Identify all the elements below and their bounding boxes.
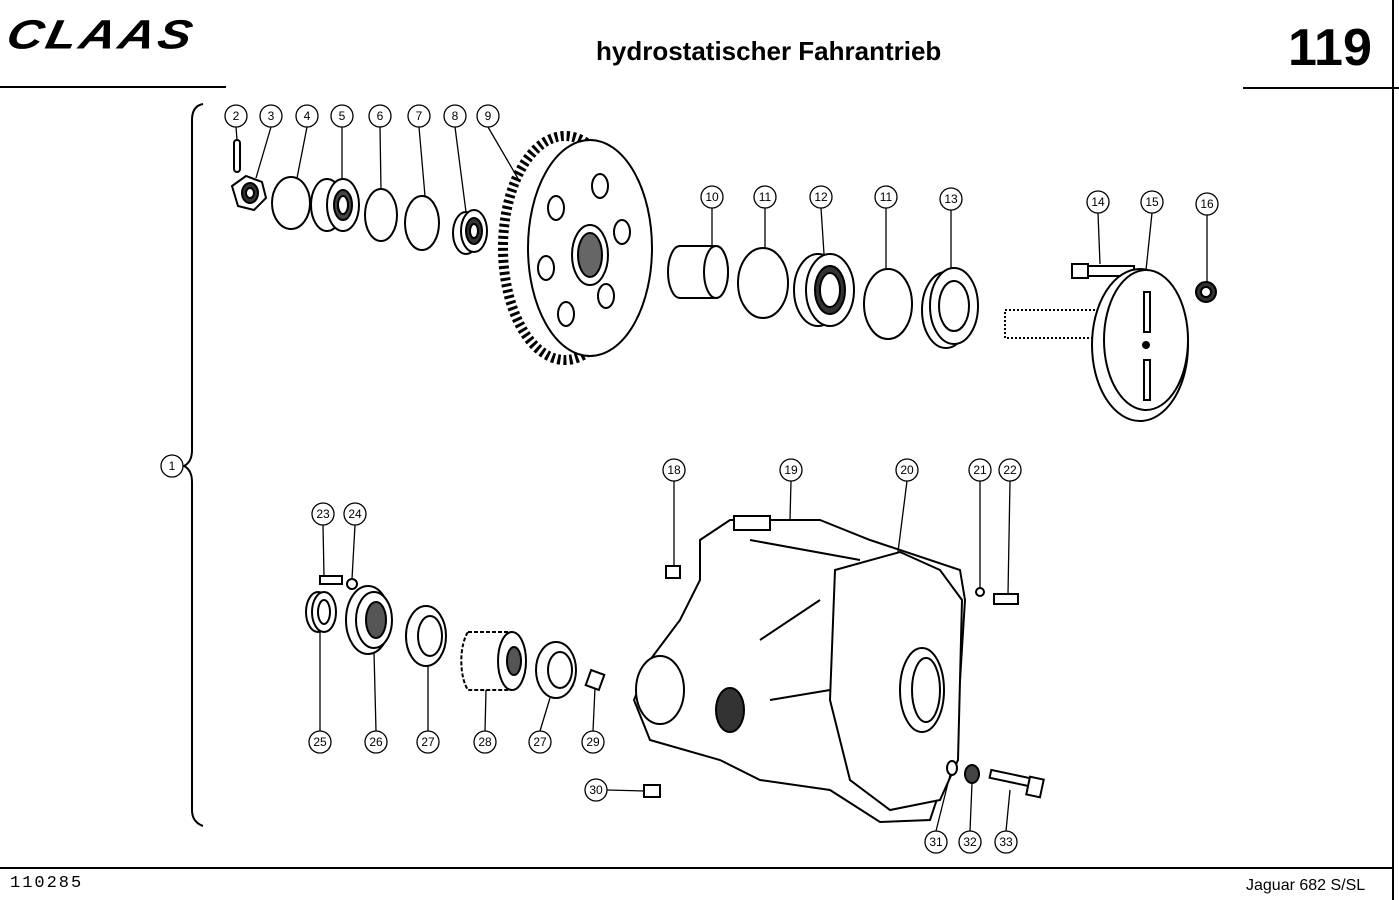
callout-27a: 27 xyxy=(421,735,435,749)
callout-20: 20 xyxy=(900,463,914,477)
part-26-cover xyxy=(345,585,393,655)
callout-16: 16 xyxy=(1200,197,1214,211)
part-33-bolt xyxy=(988,768,1045,799)
part-15-shaft-flange xyxy=(1004,268,1189,422)
callout-31: 31 xyxy=(929,835,943,849)
part-28-pinion xyxy=(460,631,527,691)
part-22-bolt xyxy=(993,593,1019,605)
page-title: hydrostatischer Fahrantrieb xyxy=(596,36,942,66)
part-11a-circlip xyxy=(737,247,789,319)
callout-8: 8 xyxy=(452,109,459,123)
upper-assembly xyxy=(230,131,1217,422)
callout-25: 25 xyxy=(313,735,327,749)
part-31-washer xyxy=(946,760,958,776)
callout-18: 18 xyxy=(667,463,681,477)
callout-32: 32 xyxy=(963,835,977,849)
document-number: 110285 xyxy=(10,874,84,893)
callout-2: 2 xyxy=(233,109,240,123)
callout-33: 33 xyxy=(999,835,1013,849)
callout-6: 6 xyxy=(377,109,384,123)
callout-7: 7 xyxy=(416,109,423,123)
part-29-key xyxy=(584,668,606,692)
part-5-bearing xyxy=(310,178,360,232)
part-27b-bearing xyxy=(535,641,577,699)
callout-26: 26 xyxy=(369,735,383,749)
callout-5: 5 xyxy=(339,109,346,123)
part-6-ring xyxy=(364,188,398,242)
part-32-nut xyxy=(964,764,980,784)
part-18-plug xyxy=(665,565,681,579)
part-19-20-housing xyxy=(632,515,967,824)
part-8-bearing xyxy=(452,209,488,255)
callout-9: 9 xyxy=(485,109,492,123)
callout-4: 4 xyxy=(304,109,311,123)
part-25-seal xyxy=(305,591,337,633)
callout-29: 29 xyxy=(586,735,600,749)
callout-10: 10 xyxy=(705,190,719,204)
part-14-bolt xyxy=(1071,263,1135,279)
callout-19: 19 xyxy=(784,463,798,477)
part-7-circlip xyxy=(404,195,440,251)
part-24-washer xyxy=(346,578,358,590)
callout-13: 13 xyxy=(944,192,958,206)
part-13-seal xyxy=(921,267,979,349)
callout-14: 14 xyxy=(1091,195,1105,209)
machine-model: Jaguar 682 S/SL xyxy=(1246,877,1366,894)
callout-21: 21 xyxy=(973,463,987,477)
lower-assembly xyxy=(305,515,1045,824)
callout-30: 30 xyxy=(589,783,603,797)
part-9-gear xyxy=(498,131,653,365)
part-27a-bearing xyxy=(405,605,447,667)
callout-23: 23 xyxy=(316,507,330,521)
callout-27b: 27 xyxy=(533,735,547,749)
callout-24: 24 xyxy=(348,507,362,521)
callout-11b: 11 xyxy=(880,190,893,204)
callout-1: 1 xyxy=(169,459,176,473)
callout-15: 15 xyxy=(1145,195,1159,209)
leader-lines xyxy=(175,126,1208,832)
part-11b-circlip xyxy=(863,268,913,340)
part-21-washer xyxy=(975,587,985,597)
part-3-nut xyxy=(230,174,268,212)
part-30-plug xyxy=(643,784,661,798)
callout-11a: 11 xyxy=(759,190,772,204)
callout-28: 28 xyxy=(478,735,492,749)
assembly-bracket xyxy=(181,103,204,827)
part-2-pin xyxy=(233,139,241,173)
part-4-ring xyxy=(271,176,311,230)
page-number: 119 xyxy=(1288,19,1372,77)
callout-3: 3 xyxy=(268,109,275,123)
callout-group: 1 2 3 4 5 6 7 8 9 10 11 12 11 13 14 15 1… xyxy=(160,104,1219,854)
part-12-bearing xyxy=(793,253,855,327)
callout-22: 22 xyxy=(1003,463,1017,477)
part-23-bolt xyxy=(319,575,343,585)
part-16-nut xyxy=(1195,281,1217,303)
part-10-sleeve xyxy=(667,245,729,299)
callout-12: 12 xyxy=(814,190,828,204)
